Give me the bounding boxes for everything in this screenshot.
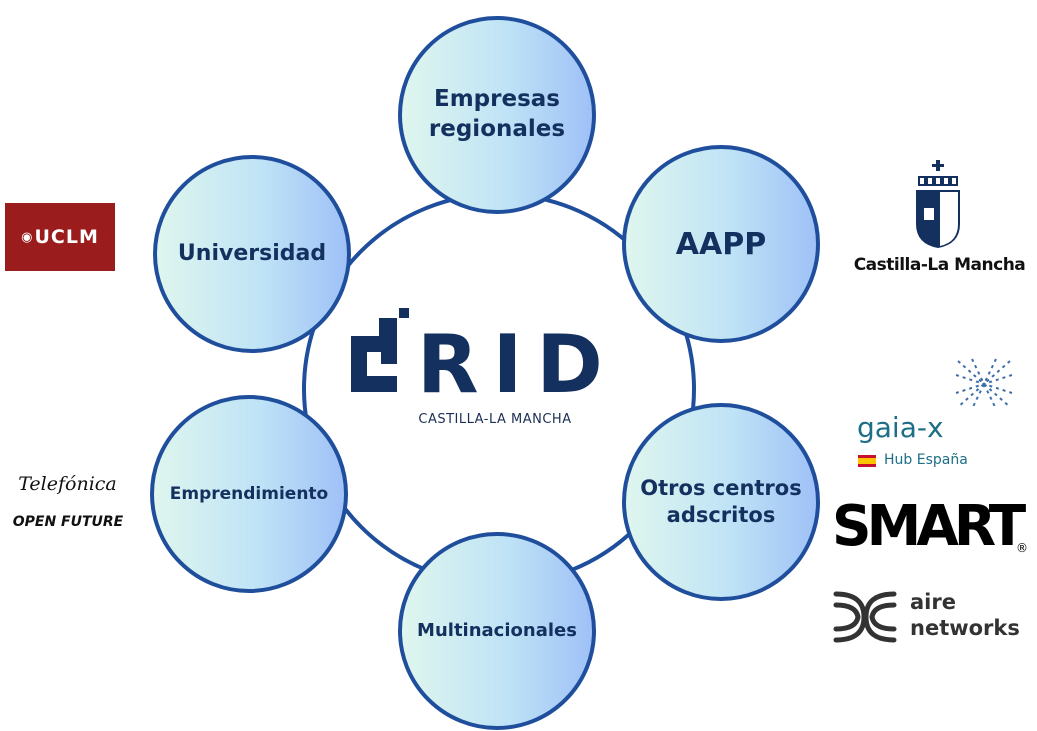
node-otros-line2: adscritos bbox=[666, 503, 776, 527]
aire-logo-line2: networks bbox=[910, 616, 1020, 640]
node-empresas-line2: regionales bbox=[428, 116, 566, 142]
node-emprendimiento: Emprendimiento bbox=[150, 395, 348, 593]
registered-mark-icon: ® bbox=[1016, 541, 1028, 555]
uclm-logo-text: UCLM bbox=[34, 226, 99, 248]
spain-flag-icon bbox=[858, 455, 876, 467]
gaiax-dots-icon bbox=[955, 358, 1013, 410]
aire-networks-icon bbox=[833, 591, 897, 643]
node-universidad-label: Universidad bbox=[177, 240, 327, 266]
aire-logo-line1: aire bbox=[910, 590, 956, 614]
clm-logo-text: Castilla-La Mancha bbox=[853, 255, 1026, 275]
rid-logo: RID bbox=[351, 308, 617, 411]
gaiax-logo-text: gaia-x bbox=[857, 411, 944, 444]
rid-mark-icon bbox=[351, 308, 409, 392]
rid-logo-text: RID bbox=[417, 318, 617, 411]
telefonica-logo-line1: Telefónica bbox=[18, 473, 117, 495]
node-empresas-regionales: Empresas regionales bbox=[398, 16, 596, 214]
gaiax-hub-text: Hub España bbox=[884, 452, 968, 468]
clm-crown-shield-icon bbox=[916, 160, 960, 248]
smart-logo-text: SMART bbox=[832, 494, 1026, 559]
node-multinacionales: Multinacionales bbox=[398, 532, 596, 730]
uclm-logo: ◉ UCLM bbox=[5, 203, 115, 271]
center-subtitle: CASTILLA-LA MANCHA bbox=[418, 412, 572, 427]
node-universidad: Universidad bbox=[153, 155, 351, 353]
node-emprendimiento-label: Emprendimiento bbox=[169, 483, 329, 504]
uclm-wifi-icon: ◉ bbox=[21, 229, 33, 245]
node-otros-line1: Otros centros bbox=[640, 475, 802, 500]
node-empresas-line1: Empresas bbox=[434, 86, 560, 113]
node-multinacionales-label: Multinacionales bbox=[417, 620, 577, 642]
telefonica-logo-line2: OPEN FUTURE bbox=[12, 514, 124, 530]
node-otros-centros: Otros centros adscritos bbox=[622, 403, 820, 601]
node-aapp-label: AAPP bbox=[675, 226, 767, 262]
node-aapp: AAPP bbox=[622, 145, 820, 343]
